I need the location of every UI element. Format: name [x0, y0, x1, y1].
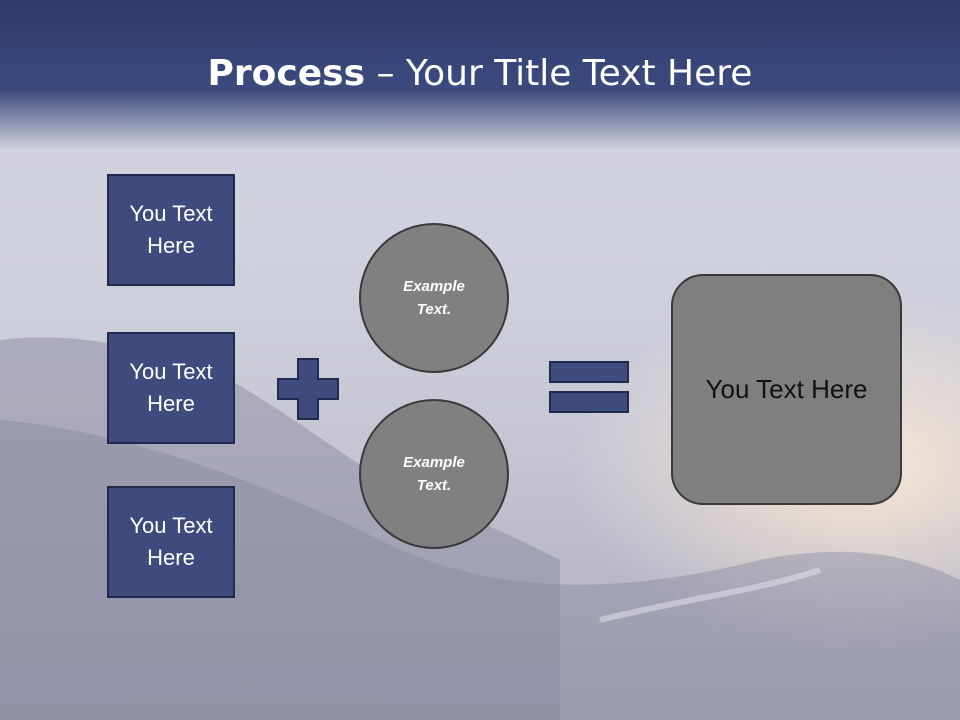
title-bold: Process: [207, 53, 366, 94]
title-band: [0, 0, 960, 150]
circle-label: Example Text.: [403, 278, 465, 318]
result-box[interactable]: You Text Here: [671, 274, 902, 505]
example-circle-1[interactable]: Example Text.: [359, 223, 509, 373]
text-box-1[interactable]: You Text Here: [107, 174, 235, 286]
text-box-label: You Text Here: [129, 359, 213, 416]
text-box-label: You Text Here: [129, 201, 213, 258]
text-box-3[interactable]: You Text Here: [107, 486, 235, 598]
text-box-2[interactable]: You Text Here: [107, 332, 235, 444]
title-rest: – Your Title Text Here: [365, 53, 753, 94]
plus-icon: [277, 358, 339, 420]
example-circle-2[interactable]: Example Text.: [359, 399, 509, 549]
result-label: You Text Here: [705, 374, 868, 404]
text-box-label: You Text Here: [129, 513, 213, 570]
slide-title: Process – Your Title Text Here: [0, 50, 960, 98]
equals-icon: [549, 361, 629, 413]
circle-label: Example Text.: [403, 454, 465, 494]
